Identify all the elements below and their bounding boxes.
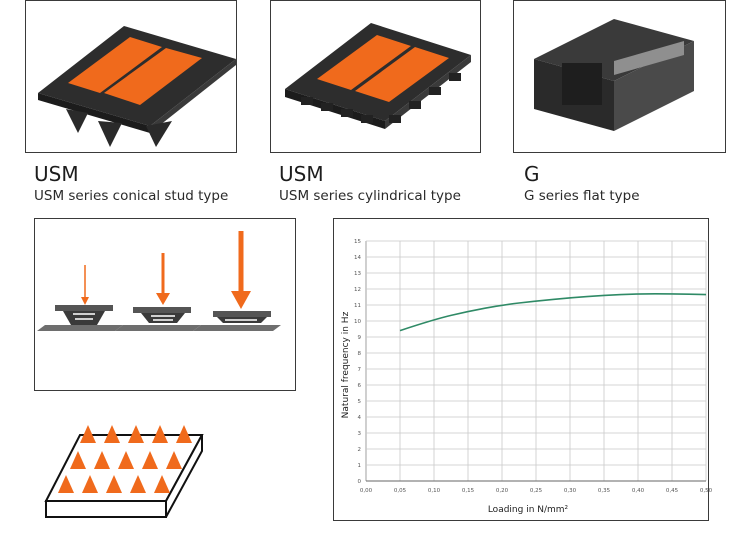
x-tick-label: 0,05: [394, 488, 407, 494]
stud-plate-illustration: [40, 425, 210, 525]
y-tick-label: 10: [354, 319, 361, 325]
chart-ticks: 0,00 0,05 0,10 0,15 0,20 0,25 0,30 0,35 0,40 0,45…: [354, 239, 713, 494]
product-title-1: USM: [34, 162, 79, 186]
y-tick-label: 14: [354, 255, 361, 261]
compression-diagram: [34, 218, 296, 391]
y-tick-label: 15: [354, 239, 361, 245]
x-tick-label: 0,45: [666, 488, 679, 494]
y-tick-label: 4: [358, 415, 362, 421]
x-tick-label: 0,40: [632, 488, 645, 494]
y-tick-label: 6: [358, 383, 362, 389]
x-tick-label: 0,30: [564, 488, 577, 494]
y-tick-label: 11: [354, 303, 361, 309]
x-tick-label: 0,00: [360, 488, 373, 494]
product-description-2: USM series cylindrical type: [279, 188, 461, 204]
x-tick-label: 0,15: [462, 488, 475, 494]
x-tick-label: 0,20: [496, 488, 509, 494]
y-tick-label: 7: [358, 367, 362, 373]
y-tick-label: 9: [358, 335, 362, 341]
product-image-usm-conical: [25, 0, 237, 153]
y-tick-label: 5: [358, 399, 362, 405]
x-tick-label: 0,35: [598, 488, 611, 494]
chart-grid: [365, 240, 707, 482]
product-title-3: G: [524, 162, 540, 186]
y-tick-label: 8: [358, 351, 362, 357]
x-tick-label: 0,50: [700, 488, 713, 494]
product-image-usm-cylindrical: [270, 0, 481, 153]
y-tick-label: 1: [358, 463, 362, 469]
y-tick-label: 12: [354, 287, 361, 293]
x-tick-label: 0,10: [428, 488, 441, 494]
x-axis-label: Loading in N/mm²: [488, 505, 569, 515]
frequency-chart: 0,00 0,05 0,10 0,15 0,20 0,25 0,30 0,35 0,40 0,45…: [341, 239, 713, 515]
y-axis-label: Natural frequency in Hz: [341, 311, 351, 418]
product-image-g-flat: [513, 0, 726, 153]
series-line: [399, 292, 707, 332]
product-description-1: USM series conical stud type: [34, 188, 229, 204]
frequency-chart-panel: 0,00 0,05 0,10 0,15 0,20 0,25 0,30 0,35 0,40 0,45…: [333, 218, 713, 521]
product-description-3: G series flat type: [524, 188, 640, 204]
x-tick-label: 0,25: [530, 488, 543, 494]
y-tick-label: 13: [354, 271, 361, 277]
y-tick-label: 2: [358, 447, 362, 453]
y-tick-label: 3: [358, 431, 362, 437]
product-title-2: USM: [279, 162, 324, 186]
y-tick-label: 0: [358, 479, 362, 485]
